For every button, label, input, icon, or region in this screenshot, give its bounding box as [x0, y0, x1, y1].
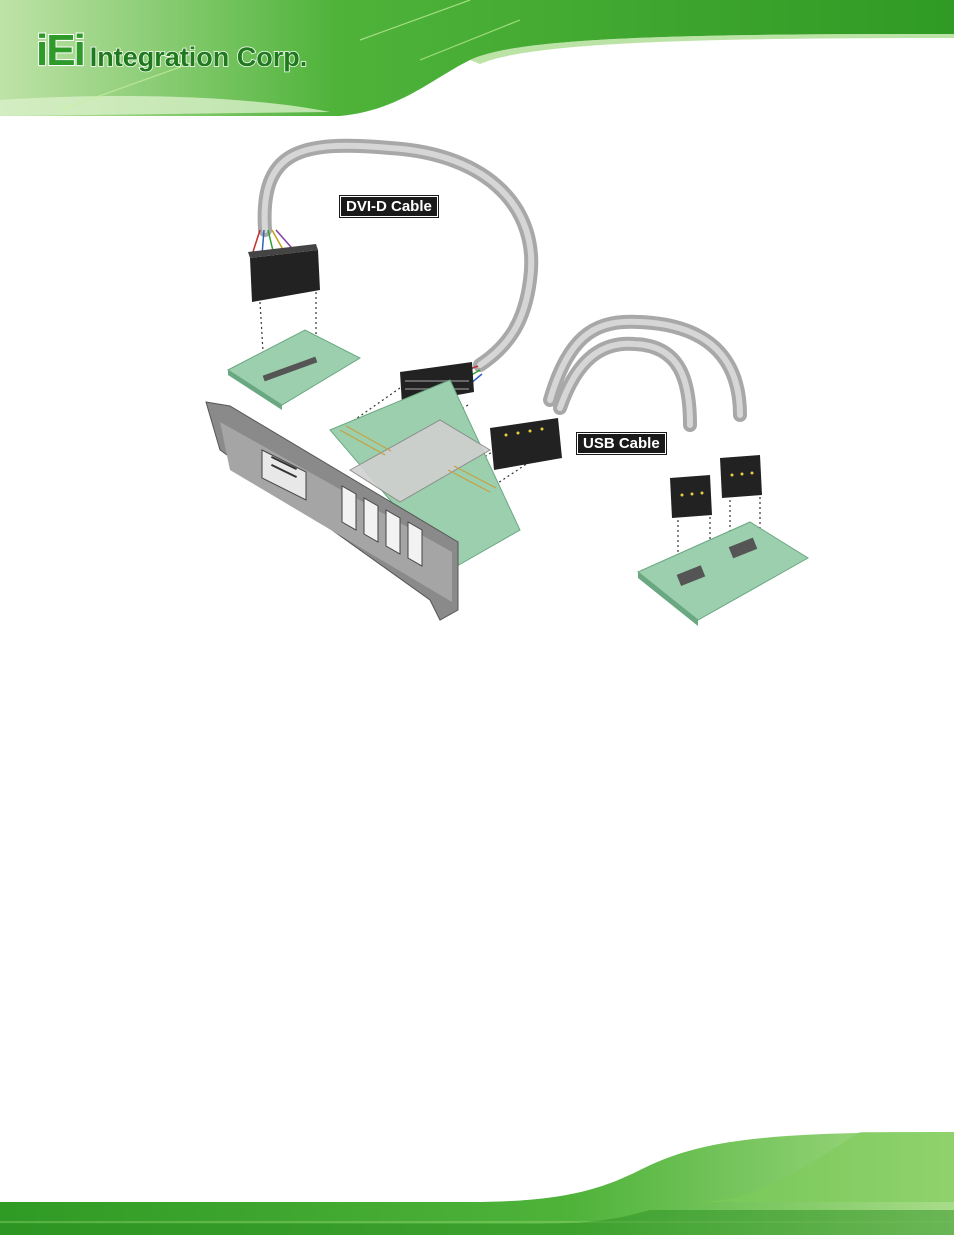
usb-cable-label: USB Cable	[577, 433, 666, 454]
usb-connector-right-1	[670, 475, 712, 518]
cable-connection-figure: DVI-D Cable USB Cable	[190, 130, 820, 630]
logo-mark: iEi	[36, 26, 84, 76]
dvi-cable-label: DVI-D Cable	[340, 196, 438, 217]
dvi-connector-top	[250, 250, 320, 302]
cable-illustration	[190, 130, 820, 630]
logo-text: Integration Corp.	[90, 42, 308, 73]
usb-connector-right-2	[720, 455, 762, 498]
footer-banner	[0, 1130, 954, 1235]
company-logo: iEi Integration Corp.	[36, 26, 307, 76]
usb-pcb-board	[638, 522, 808, 620]
usb-connector-center	[490, 418, 562, 470]
